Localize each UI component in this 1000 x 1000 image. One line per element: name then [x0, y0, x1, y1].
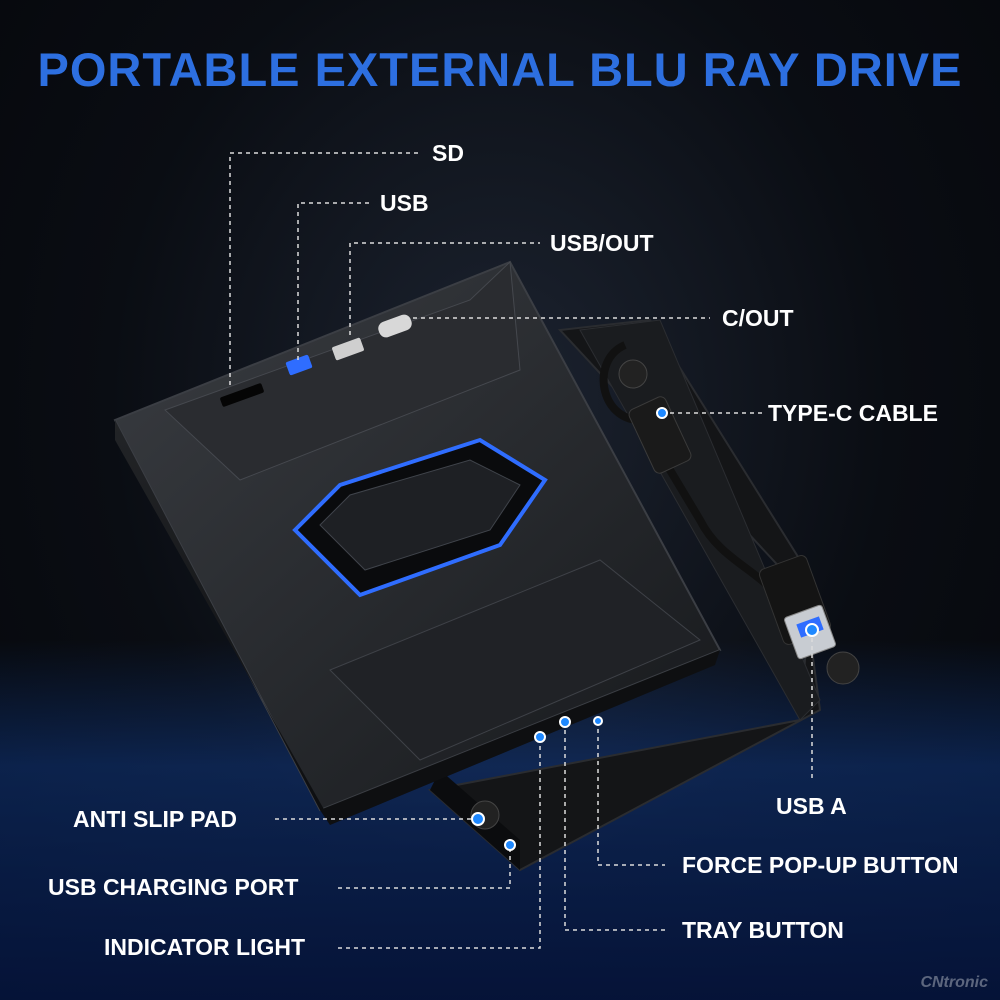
sd-slot: [220, 383, 264, 407]
anti-slip-pad-label: ANTI SLIP PAD: [73, 806, 237, 832]
usb-port: [285, 354, 313, 376]
port-panel: [220, 314, 412, 407]
indicator-callout-line: [338, 737, 541, 949]
sd-label: SD: [432, 140, 464, 166]
type-c-cable-label: TYPE-C CABLE: [768, 400, 938, 426]
usb-out-label: USB/OUT: [550, 230, 654, 256]
page-title: PORTABLE EXTERNAL BLU RAY DRIVE: [37, 43, 963, 96]
usb-out-port: [332, 337, 364, 361]
sd-callout-line: [229, 152, 420, 385]
watermark-logo: CNtronic: [920, 974, 988, 991]
usb-charging-callout-line: [338, 845, 511, 889]
usb-out-callout-line: [349, 242, 540, 335]
force-popup-callout-line: [597, 721, 665, 866]
usb-label: USB: [380, 190, 429, 216]
c-out-port: [378, 314, 412, 338]
tray-callout-line: [564, 722, 665, 931]
tray-button-label: TRAY BUTTON: [682, 917, 844, 943]
led-hexagon: [292, 437, 548, 598]
type-c-cable: [599, 341, 836, 660]
usb-charging-port-label: USB CHARGING PORT: [48, 874, 299, 900]
callout-lines: [229, 152, 813, 949]
c-out-label: C/OUT: [722, 305, 794, 331]
usb-a-label: USB A: [776, 793, 847, 819]
drive-body: [113, 260, 722, 825]
indicator-light-label: INDICATOR LIGHT: [104, 934, 306, 960]
force-popup-button-label: FORCE POP-UP BUTTON: [682, 852, 959, 878]
callout-dots: [471, 407, 819, 851]
